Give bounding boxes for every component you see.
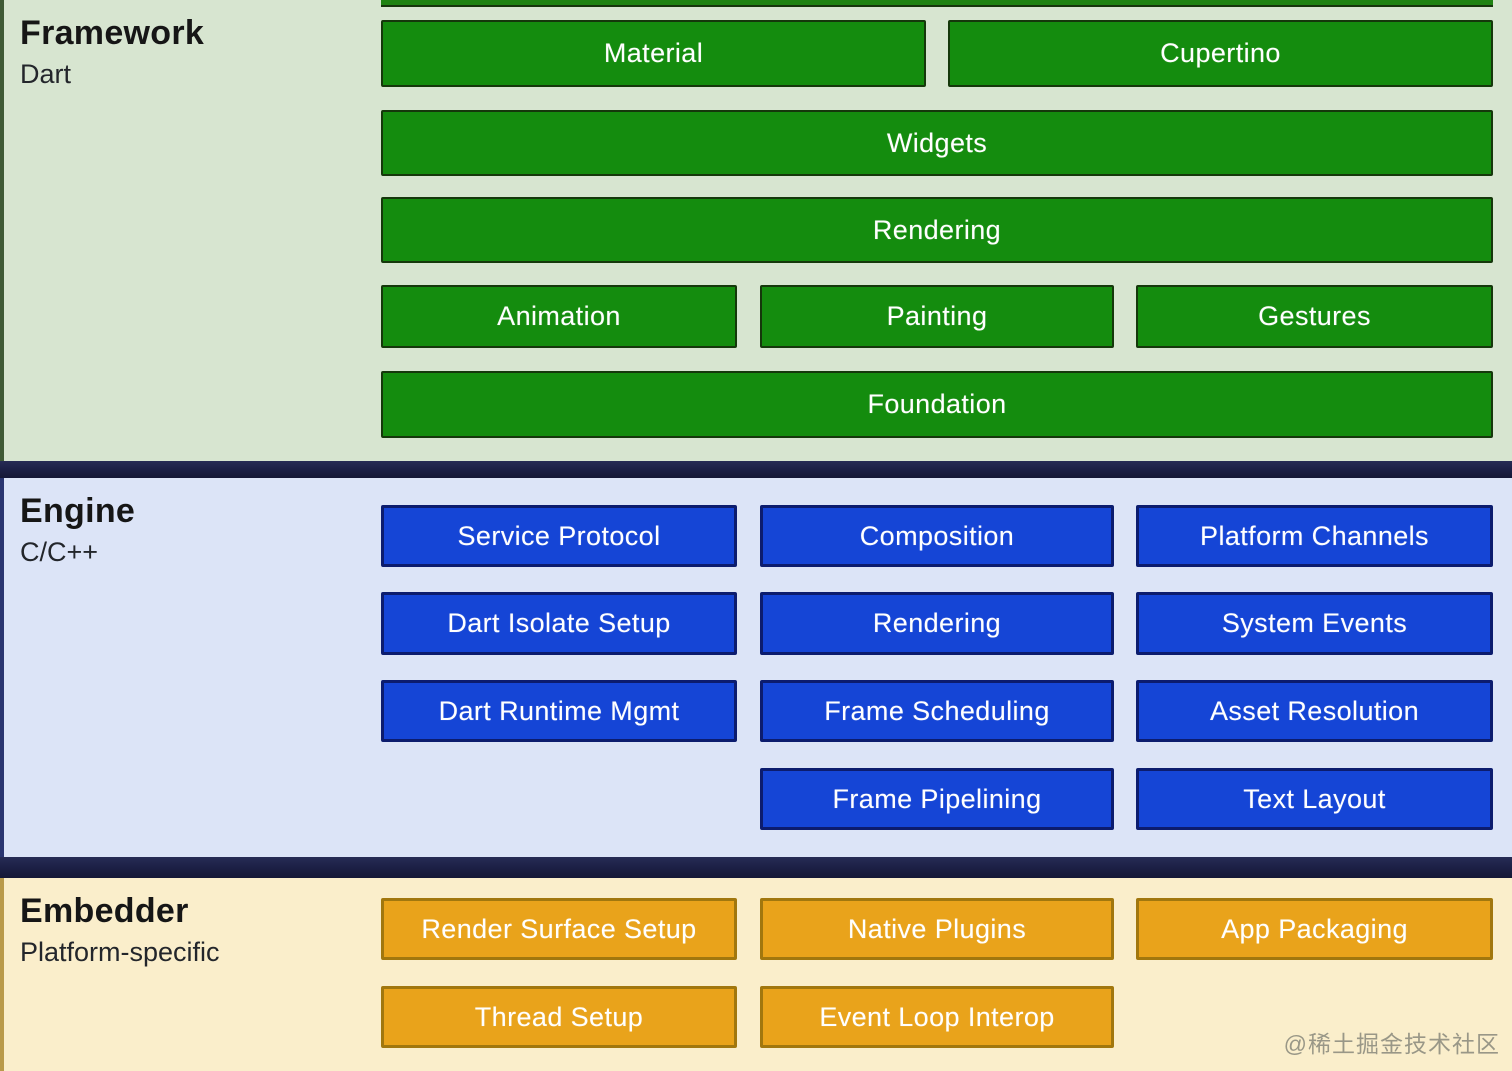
layer-separator [0, 461, 1512, 478]
block-painting: Painting [760, 285, 1114, 348]
engine-label: Engine C/C++ [20, 492, 135, 568]
block-animation: Animation [381, 285, 737, 348]
embedder-subtitle: Platform-specific [20, 937, 220, 968]
framework-label: Framework Dart [20, 14, 204, 90]
block-material: Material [381, 20, 926, 87]
block-platform-channels: Platform Channels [1136, 505, 1493, 567]
block-frame-pipelining: Frame Pipelining [760, 768, 1114, 830]
block-asset-resolution: Asset Resolution [1136, 680, 1493, 742]
block-widgets: Widgets [381, 110, 1493, 176]
block-thread-setup: Thread Setup [381, 986, 737, 1048]
block-rendering-framework: Rendering [381, 197, 1493, 263]
framework-title: Framework [20, 14, 205, 52]
block-render-surface-setup: Render Surface Setup [381, 898, 737, 960]
layer-separator [0, 857, 1512, 878]
embedder-layer: Embedder Platform-specific Render Surfac… [0, 878, 1512, 1071]
juejin-watermark: @稀土掘金技术社区 [1283, 1031, 1500, 1057]
block-foundation: Foundation [381, 371, 1493, 438]
block-composition: Composition [760, 505, 1114, 567]
block-frame-scheduling: Frame Scheduling [760, 680, 1114, 742]
clipped-row-sliver [381, 0, 1493, 7]
engine-title: Engine [20, 492, 136, 530]
framework-layer: Framework Dart Material Cupertino Widget… [0, 0, 1512, 461]
engine-subtitle: C/C++ [20, 537, 99, 568]
block-rendering-engine: Rendering [760, 592, 1114, 655]
block-service-protocol: Service Protocol [381, 505, 737, 567]
framework-subtitle: Dart [20, 59, 72, 90]
block-native-plugins: Native Plugins [760, 898, 1114, 960]
embedder-label: Embedder Platform-specific [20, 892, 220, 968]
block-system-events: System Events [1136, 592, 1493, 655]
block-dart-isolate-setup: Dart Isolate Setup [381, 592, 737, 655]
block-event-loop-interop: Event Loop Interop [760, 986, 1114, 1048]
block-dart-runtime-mgmt: Dart Runtime Mgmt [381, 680, 737, 742]
block-cupertino: Cupertino [948, 20, 1493, 87]
block-text-layout: Text Layout [1136, 768, 1493, 830]
block-app-packaging: App Packaging [1136, 898, 1493, 960]
block-gestures: Gestures [1136, 285, 1493, 348]
embedder-title: Embedder [20, 892, 189, 930]
engine-layer: Engine C/C++ Service Protocol Compositio… [0, 478, 1512, 857]
